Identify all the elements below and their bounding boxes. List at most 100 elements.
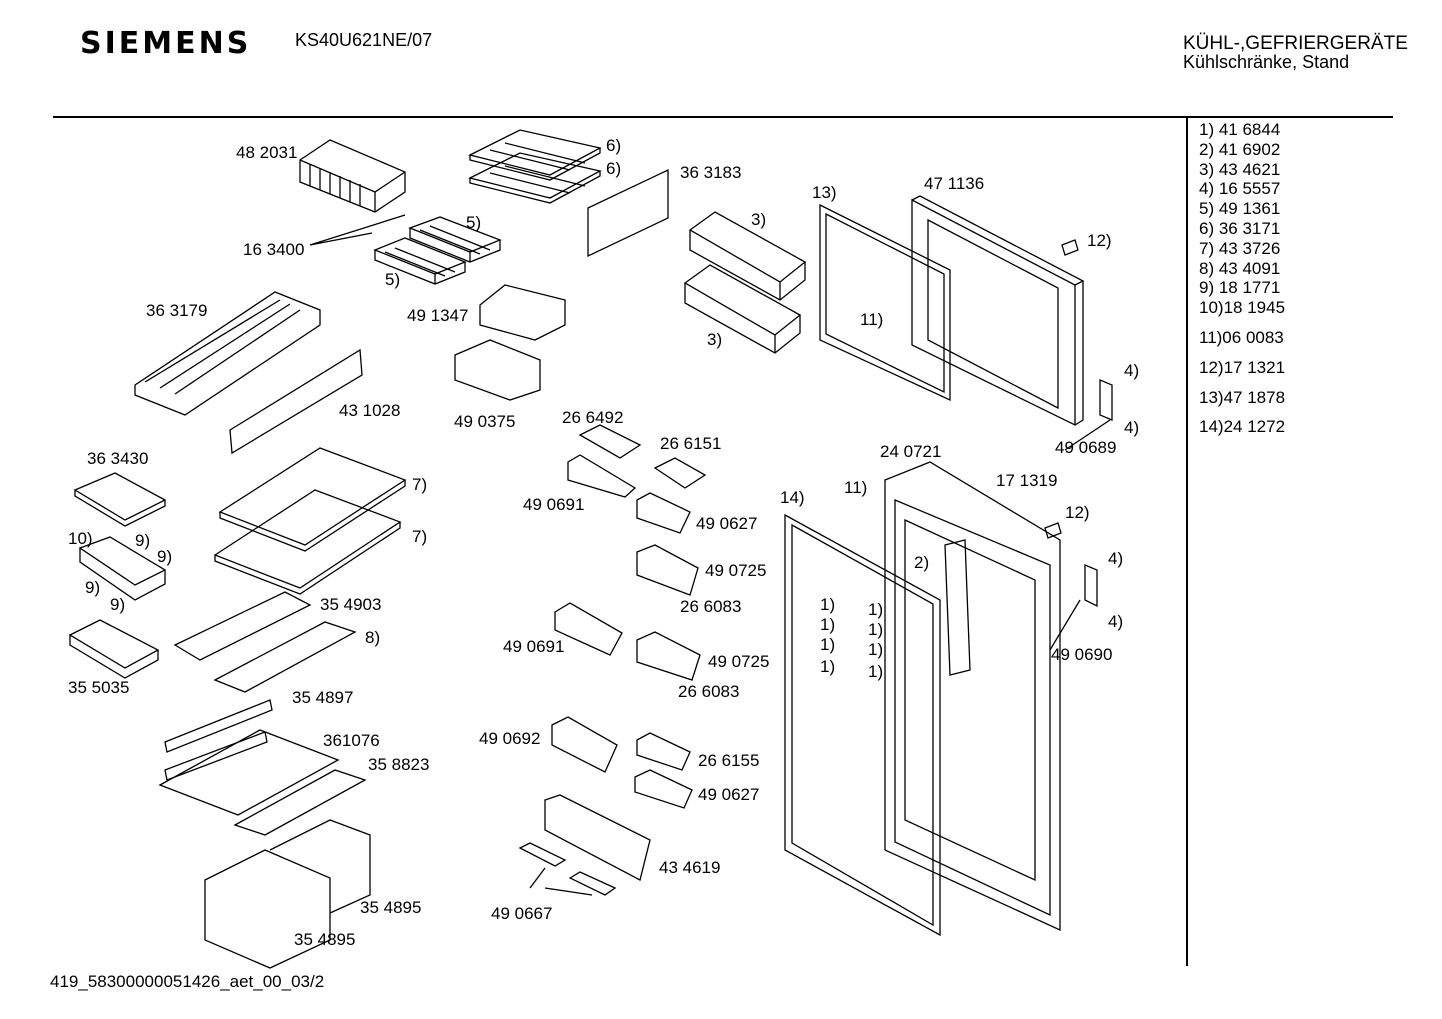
part-label: 361076 [323,731,380,750]
part-label: 35 8823 [368,755,430,774]
part-label: 7) [412,527,428,546]
ice-tray-rack-part [299,139,406,213]
legend-item: 10)18 1945 [1199,298,1286,318]
part-label: 35 5035 [68,678,130,697]
glass-shelf-part [213,447,407,595]
hinge-cap-part [1061,239,1079,256]
glass-cover-part [587,168,669,258]
part-label: 47 1136 [924,174,985,193]
crisper-cover-part [229,348,363,455]
part-label: 49 0375 [454,412,516,431]
part-label: 1) [820,595,836,614]
legend-item: 2) 41 6902 [1199,139,1281,159]
legend-item: 1) 41 6844 [1199,120,1281,139]
part-label: 7) [412,475,428,494]
part-label: 35 4897 [292,688,354,707]
part-label: 49 0691 [503,637,565,656]
vegetable-box-part [204,819,371,969]
part-label: 49 0725 [705,561,767,580]
part-label: 26 6083 [680,597,742,616]
part-label: 4) [1124,418,1140,437]
part-label: 36 3183 [680,163,742,182]
part-label: 12) [1065,503,1090,522]
part-label: 14) [780,488,805,507]
legend-item: 9) 18 1771 [1199,278,1281,298]
part-label: 4) [1108,612,1124,631]
legend-item: 3) 43 4621 [1199,159,1281,179]
ice-tray-part [373,216,502,285]
part-label: 43 4619 [659,858,721,877]
part-label: 49 1347 [407,306,469,325]
part-label: 8) [365,628,381,647]
egg-tray-part [578,424,642,459]
lower-shelf-part [233,769,367,836]
door-bin-part [544,454,701,881]
parts-legend: 1) 41 6844 2) 41 6902 3) 43 4621 4) 16 5… [1199,120,1285,437]
part-label: 9) [110,595,126,614]
part-label: 3) [707,330,723,349]
leader-line [309,214,1111,896]
category-subtitle: Kühlschränke, Stand [1183,52,1350,72]
wire-shelf-part [468,129,602,204]
lower-shelf-part [158,729,340,816]
part-label: 35 4903 [320,595,382,614]
part-label: 1) [868,640,884,659]
part-label: 9) [157,547,173,566]
egg-tray-part [653,457,707,489]
document-code: 419_58300000051426_aet_00_03/2 [50,972,324,992]
legend-item: 13)47 1878 [1199,387,1286,407]
part-label: 1) [868,600,884,619]
part-label: 49 0627 [698,785,760,804]
document-id: 419_58300000051426_aet_00_0 [50,972,301,991]
header-divider [53,116,1393,118]
part-label: 36 3430 [87,449,149,468]
part-label: 49 0691 [523,495,585,514]
part-label: 35 4895 [360,898,422,917]
part-label: 4) [1124,361,1140,380]
legend-item: 12)17 1321 [1199,357,1286,377]
fridge-door-gasket-part [784,513,941,937]
cover-plate-part [173,591,312,661]
part-label: 49 0725 [708,652,770,671]
part-label: 3) [751,210,767,229]
part-label: 49 0690 [1051,645,1113,664]
model-number: KS40U621NE/07 [295,30,433,50]
part-label: 13) [812,183,837,202]
page-number: 3/2 [300,972,325,991]
legend-item: 11)06 0083 [1199,327,1284,347]
part-label: 1) [820,635,836,654]
legend-item: 5) 49 1361 [1199,199,1281,219]
drawer-part [479,284,566,341]
drawer-part [454,339,541,401]
part-label: 5) [385,270,401,289]
clip-part [568,871,617,896]
legend-item: 8) 43 4091 [1199,258,1281,278]
hinge-cap-part [1044,522,1062,539]
category-title: KÜHL-,GEFRIERGERÄTE [1183,33,1408,54]
part-label: 49 0627 [696,514,758,533]
hinge-part [1084,564,1098,608]
freezer-door-gasket-part [819,203,951,402]
part-label: 4) [1108,549,1124,568]
part-label: 49 0692 [479,729,541,748]
legend-item: 6) 36 3171 [1199,218,1281,238]
part-label: 48 2031 [236,143,298,162]
part-label: 26 6492 [562,408,624,427]
part-label: 26 6083 [678,682,740,701]
part-label: 16 3400 [243,240,305,259]
part-label: 9) [135,531,151,550]
part-label: 2) [914,553,930,572]
part-label: 1) [820,657,836,676]
part-label: 11) [844,478,868,497]
vent-strip-part [164,699,273,781]
part-label: 26 6151 [660,434,722,453]
part-label: 6) [606,136,622,155]
fridge-door-part [884,461,1061,932]
part-label: 9) [85,578,101,597]
part-label: 6) [606,159,622,178]
freezer-box-part [78,536,167,601]
part-label: 26 6155 [698,751,760,770]
part-label: 10) [68,529,93,548]
part-label: 17 1319 [996,471,1058,490]
